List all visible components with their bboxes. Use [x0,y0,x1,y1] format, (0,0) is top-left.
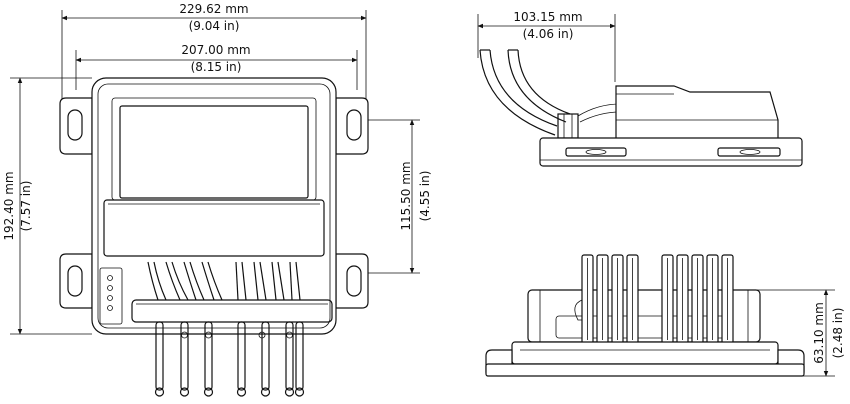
depth-imperial: (4.06 in) [523,27,574,41]
profile-fins [574,254,734,344]
side-cable [479,49,556,136]
wire-bundle [147,261,301,301]
body-width-metric: 207.00 mm [181,43,250,57]
body-width-imperial: (8.15 in) [191,60,242,74]
overall-height-imperial: (7.57 in) [19,181,33,232]
profile-base [511,341,779,365]
mount-spacing-imperial: (4.55 in) [418,171,432,222]
mount-spacing-metric: 115.50 mm [399,161,413,230]
depth-metric: 103.15 mm [513,10,582,24]
side-view: 103.15 mm (4.06 in) [477,10,803,167]
bottom-left-flange [59,253,93,309]
enclosure-body [91,77,337,335]
cover-band [103,199,325,257]
mounting-slot [67,265,83,297]
display-window [119,105,309,199]
top-right-flange [335,97,369,155]
overall-width-imperial: (9.04 in) [189,19,240,33]
profile-foot [485,363,805,377]
profile-height-metric: 63.10 mm [812,302,826,364]
profile-view: 63.10 mm (2.48 in) [485,254,845,377]
led-panel [99,267,123,325]
mounting-slot [346,109,362,141]
terminal-strip [131,299,333,323]
side-base [539,137,803,167]
mounting-slot [346,265,362,297]
bottom-right-flange [335,253,369,309]
overall-height-metric: 192.40 mm [2,171,16,240]
profile-height-imperial: (2.48 in) [831,308,845,359]
top-left-flange [59,97,93,155]
front-view: 229.62 mm (9.04 in) 207.00 mm (8.15 in) … [2,2,432,397]
overall-width-metric: 229.62 mm [179,2,248,16]
mounting-slot [67,109,83,141]
cable-exits [154,321,305,397]
cable-gland [557,113,579,139]
